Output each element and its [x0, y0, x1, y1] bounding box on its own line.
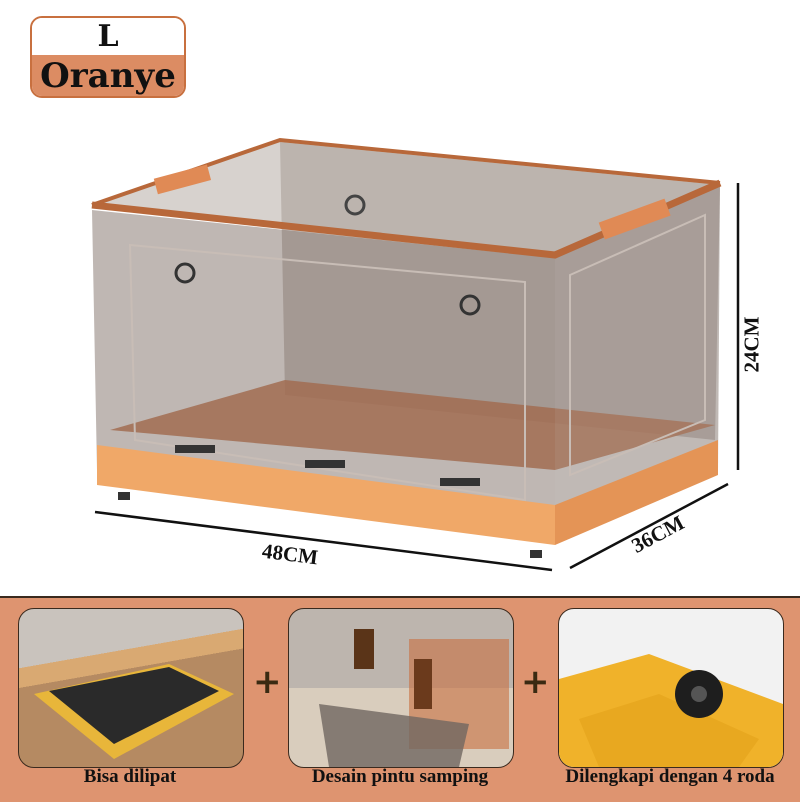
feature-caption: Dilengkapi dengan 4 roda	[565, 766, 775, 787]
plus-sign: +	[521, 662, 550, 702]
features-band: + + Bisa dilipat Desain pintu samping Di…	[0, 596, 800, 802]
door-lock-icon	[459, 294, 481, 316]
length-dimension-line	[94, 510, 553, 572]
lid-clip-right	[598, 198, 671, 240]
color-label: Oranye	[32, 55, 184, 96]
folded-box-photo	[18, 608, 244, 768]
box-base-front	[97, 445, 555, 545]
box-front-face	[92, 210, 555, 540]
box-base-side	[555, 440, 718, 545]
feature-caption: Desain pintu samping	[311, 766, 489, 787]
door-lock-icon	[344, 194, 366, 216]
width-dimension-line	[569, 482, 729, 570]
door-lock-icon	[174, 262, 196, 284]
storage-box-illustration	[91, 137, 740, 572]
wheel-photo	[558, 608, 784, 768]
height-label: 24CM	[739, 316, 764, 373]
side-door-photo	[288, 608, 514, 768]
feature-caption: Bisa dilipat	[83, 766, 177, 787]
size-color-badge: L Oranye	[30, 16, 186, 98]
lid-clip-left	[153, 164, 212, 195]
box-right-face	[555, 185, 720, 540]
plus-sign: +	[253, 662, 282, 702]
size-label: L	[32, 18, 184, 55]
